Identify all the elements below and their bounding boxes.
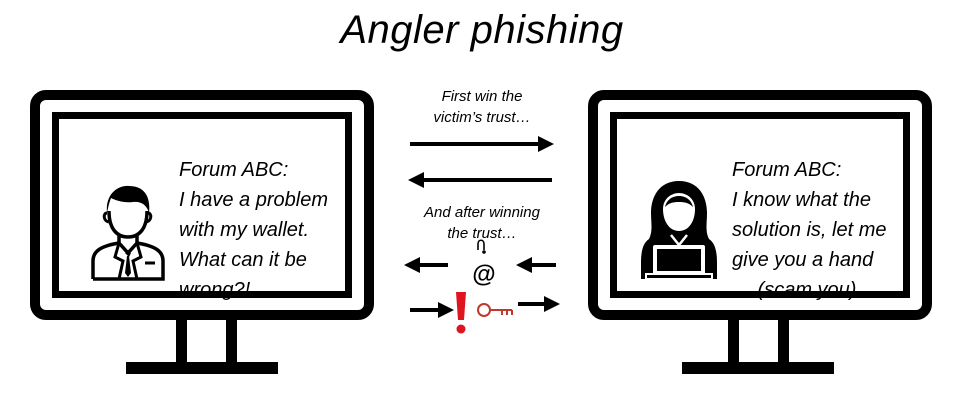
step2-label-line: the trust… (447, 225, 517, 242)
victim-message-line: What can it be (179, 249, 307, 271)
svg-text:@: @ (472, 261, 495, 288)
monitor-bezel: Forum ABC: I know what the solution is, … (588, 90, 932, 320)
monitor-stand-right (226, 320, 237, 368)
victim-message-line: wrong?! (179, 279, 251, 301)
monitor-screen: Forum ABC: I have a problem with my wall… (52, 112, 352, 301)
scammer-monitor: Forum ABC: I know what the solution is, … (588, 90, 932, 380)
monitor-screen: Forum ABC: I know what the solution is, … (610, 112, 910, 301)
monitor-stand-right (778, 320, 789, 368)
scammer-message: Forum ABC: I know what the solution is, … (732, 155, 887, 305)
monitor-stand-left (176, 320, 187, 368)
email-hook-icon: @ (472, 239, 496, 288)
businessman-icon (91, 185, 165, 281)
monitor-bezel: Forum ABC: I have a problem with my wall… (30, 90, 374, 320)
hooded-hacker-laptop-icon (641, 181, 717, 279)
monitor-base (126, 362, 278, 374)
victim-message-line: I have a problem (179, 189, 328, 211)
interaction-arrows: @ (404, 136, 560, 334)
monitor-base (682, 362, 834, 374)
step1-label-line: First win the (441, 88, 523, 105)
scammer-message-line: … (scam you) (732, 279, 857, 301)
step2-label: And after winning the trust… (400, 202, 564, 244)
victim-message-line: Forum ABC: (179, 159, 289, 181)
step1-label-line: victim’s trust… (433, 109, 531, 126)
scammer-message-line: Forum ABC: (732, 159, 842, 181)
exclamation-icon (456, 292, 466, 334)
diagram-title: Angler phishing (340, 8, 624, 52)
victim-message-line: with my wallet. (179, 219, 310, 241)
scammer-message-line: give you a hand (732, 249, 874, 271)
victim-monitor: Forum ABC: I have a problem with my wall… (30, 90, 374, 380)
key-icon (477, 303, 513, 317)
scammer-message-line: solution is, let me (732, 219, 887, 241)
step1-label: First win the victim’s trust… (400, 86, 564, 128)
scammer-message-line: I know what the (732, 189, 871, 211)
step2-label-line: And after winning (424, 204, 540, 221)
victim-message: Forum ABC: I have a problem with my wall… (179, 155, 328, 305)
monitor-stand-left (728, 320, 739, 368)
